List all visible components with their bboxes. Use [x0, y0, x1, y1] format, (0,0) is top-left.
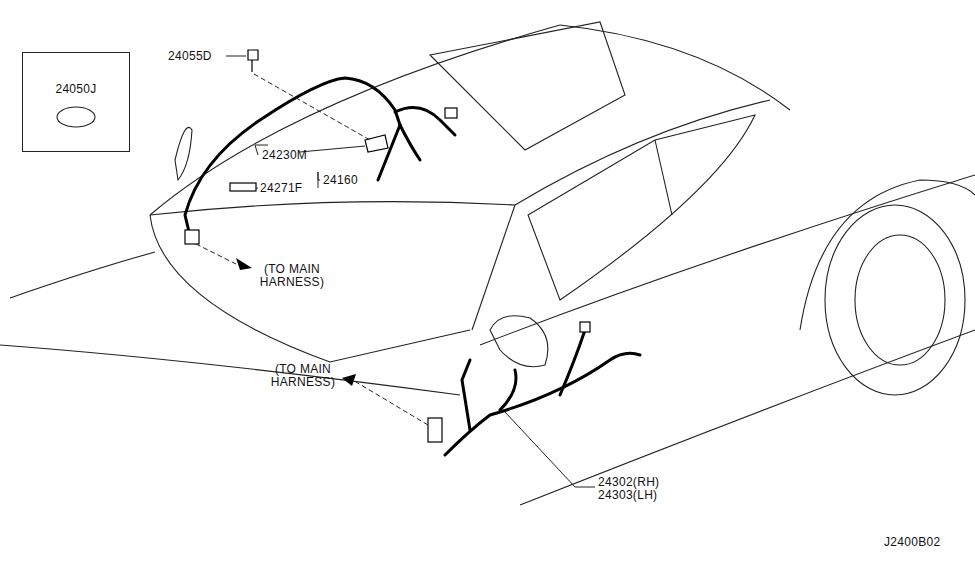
harness-wire — [378, 125, 400, 180]
harness-wire — [462, 360, 470, 430]
connector — [445, 108, 457, 118]
roof-line — [560, 25, 790, 110]
arrow-head — [236, 258, 252, 270]
harness-wire — [560, 330, 585, 395]
harness-wire — [500, 370, 516, 410]
bracket-24230M — [365, 135, 388, 152]
wiper — [175, 127, 192, 180]
grommet — [57, 107, 95, 127]
connector — [580, 322, 590, 332]
connector — [185, 230, 199, 244]
callout-number: J2400B02 — [884, 536, 940, 549]
wheel-arch — [800, 180, 975, 330]
side-window — [528, 115, 755, 300]
bracket-line — [318, 172, 320, 188]
door-mirror — [490, 316, 548, 367]
leader-line — [226, 56, 246, 57]
dashed-line — [356, 382, 428, 425]
sunroof — [430, 22, 625, 150]
arrow-head — [342, 374, 356, 386]
note-text: (TO MAIN HARNESS) — [255, 263, 329, 289]
callout-number: 24271F — [260, 182, 303, 195]
window-pillar — [655, 140, 672, 215]
part-number: 24050J — [23, 83, 129, 96]
leader-line — [256, 188, 258, 189]
leader-line — [505, 412, 595, 487]
callout-number: 24230M — [262, 149, 307, 162]
callout-number: 24160 — [323, 174, 358, 187]
leader-line — [254, 74, 370, 140]
roof-edge — [150, 25, 560, 215]
clip-24271F — [230, 183, 256, 191]
callout-number: 24302(RH) — [598, 476, 659, 489]
callout-number: 24055D — [168, 50, 212, 63]
windshield-bottom — [150, 215, 470, 362]
body-line — [520, 330, 975, 505]
bolt-24055D — [248, 50, 258, 72]
harness-wire — [445, 353, 640, 455]
parts-box: 24050J — [22, 52, 130, 152]
a-pillar — [472, 205, 515, 330]
hood-line — [10, 252, 155, 298]
tire — [825, 205, 965, 395]
hood-line — [0, 345, 460, 395]
harness-wire — [185, 78, 400, 236]
callout-number: 24303(LH) — [598, 489, 657, 502]
connector — [428, 418, 442, 442]
harness-wire — [400, 125, 420, 160]
wheel — [855, 235, 945, 365]
windshield-top — [150, 202, 515, 215]
dashed-line — [196, 244, 236, 264]
note-text: (TO MAIN HARNESS) — [266, 363, 340, 389]
body-line — [480, 175, 975, 345]
